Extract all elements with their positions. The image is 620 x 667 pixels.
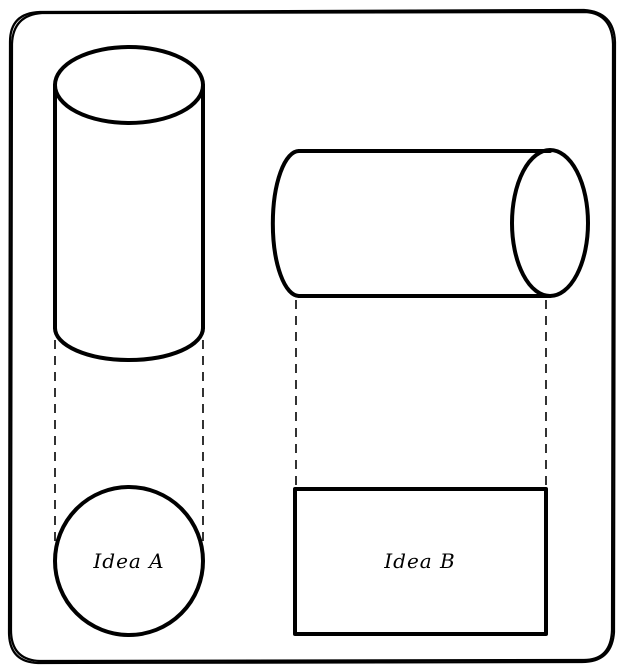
idea-b-label: Idea B: [383, 549, 456, 573]
horizontal-cylinder-right-cap: [510, 148, 590, 298]
idea-b-shape: Idea B: [293, 487, 548, 636]
vertical-cylinder: [53, 45, 205, 362]
horizontal-cylinder-left-cap: [270, 149, 301, 298]
horizontal-cylinder: [270, 148, 590, 298]
projection-lines: [54, 300, 547, 545]
vertical-cylinder-top: [53, 45, 205, 125]
idea-a-shape: Idea A: [53, 485, 205, 637]
idea-a-label: Idea A: [92, 549, 164, 573]
outer-frame: [7, 8, 617, 665]
idea-b-rectangle: [293, 487, 548, 636]
idea-a-circle: [53, 485, 205, 637]
vertical-cylinder-bottom: [53, 326, 205, 362]
